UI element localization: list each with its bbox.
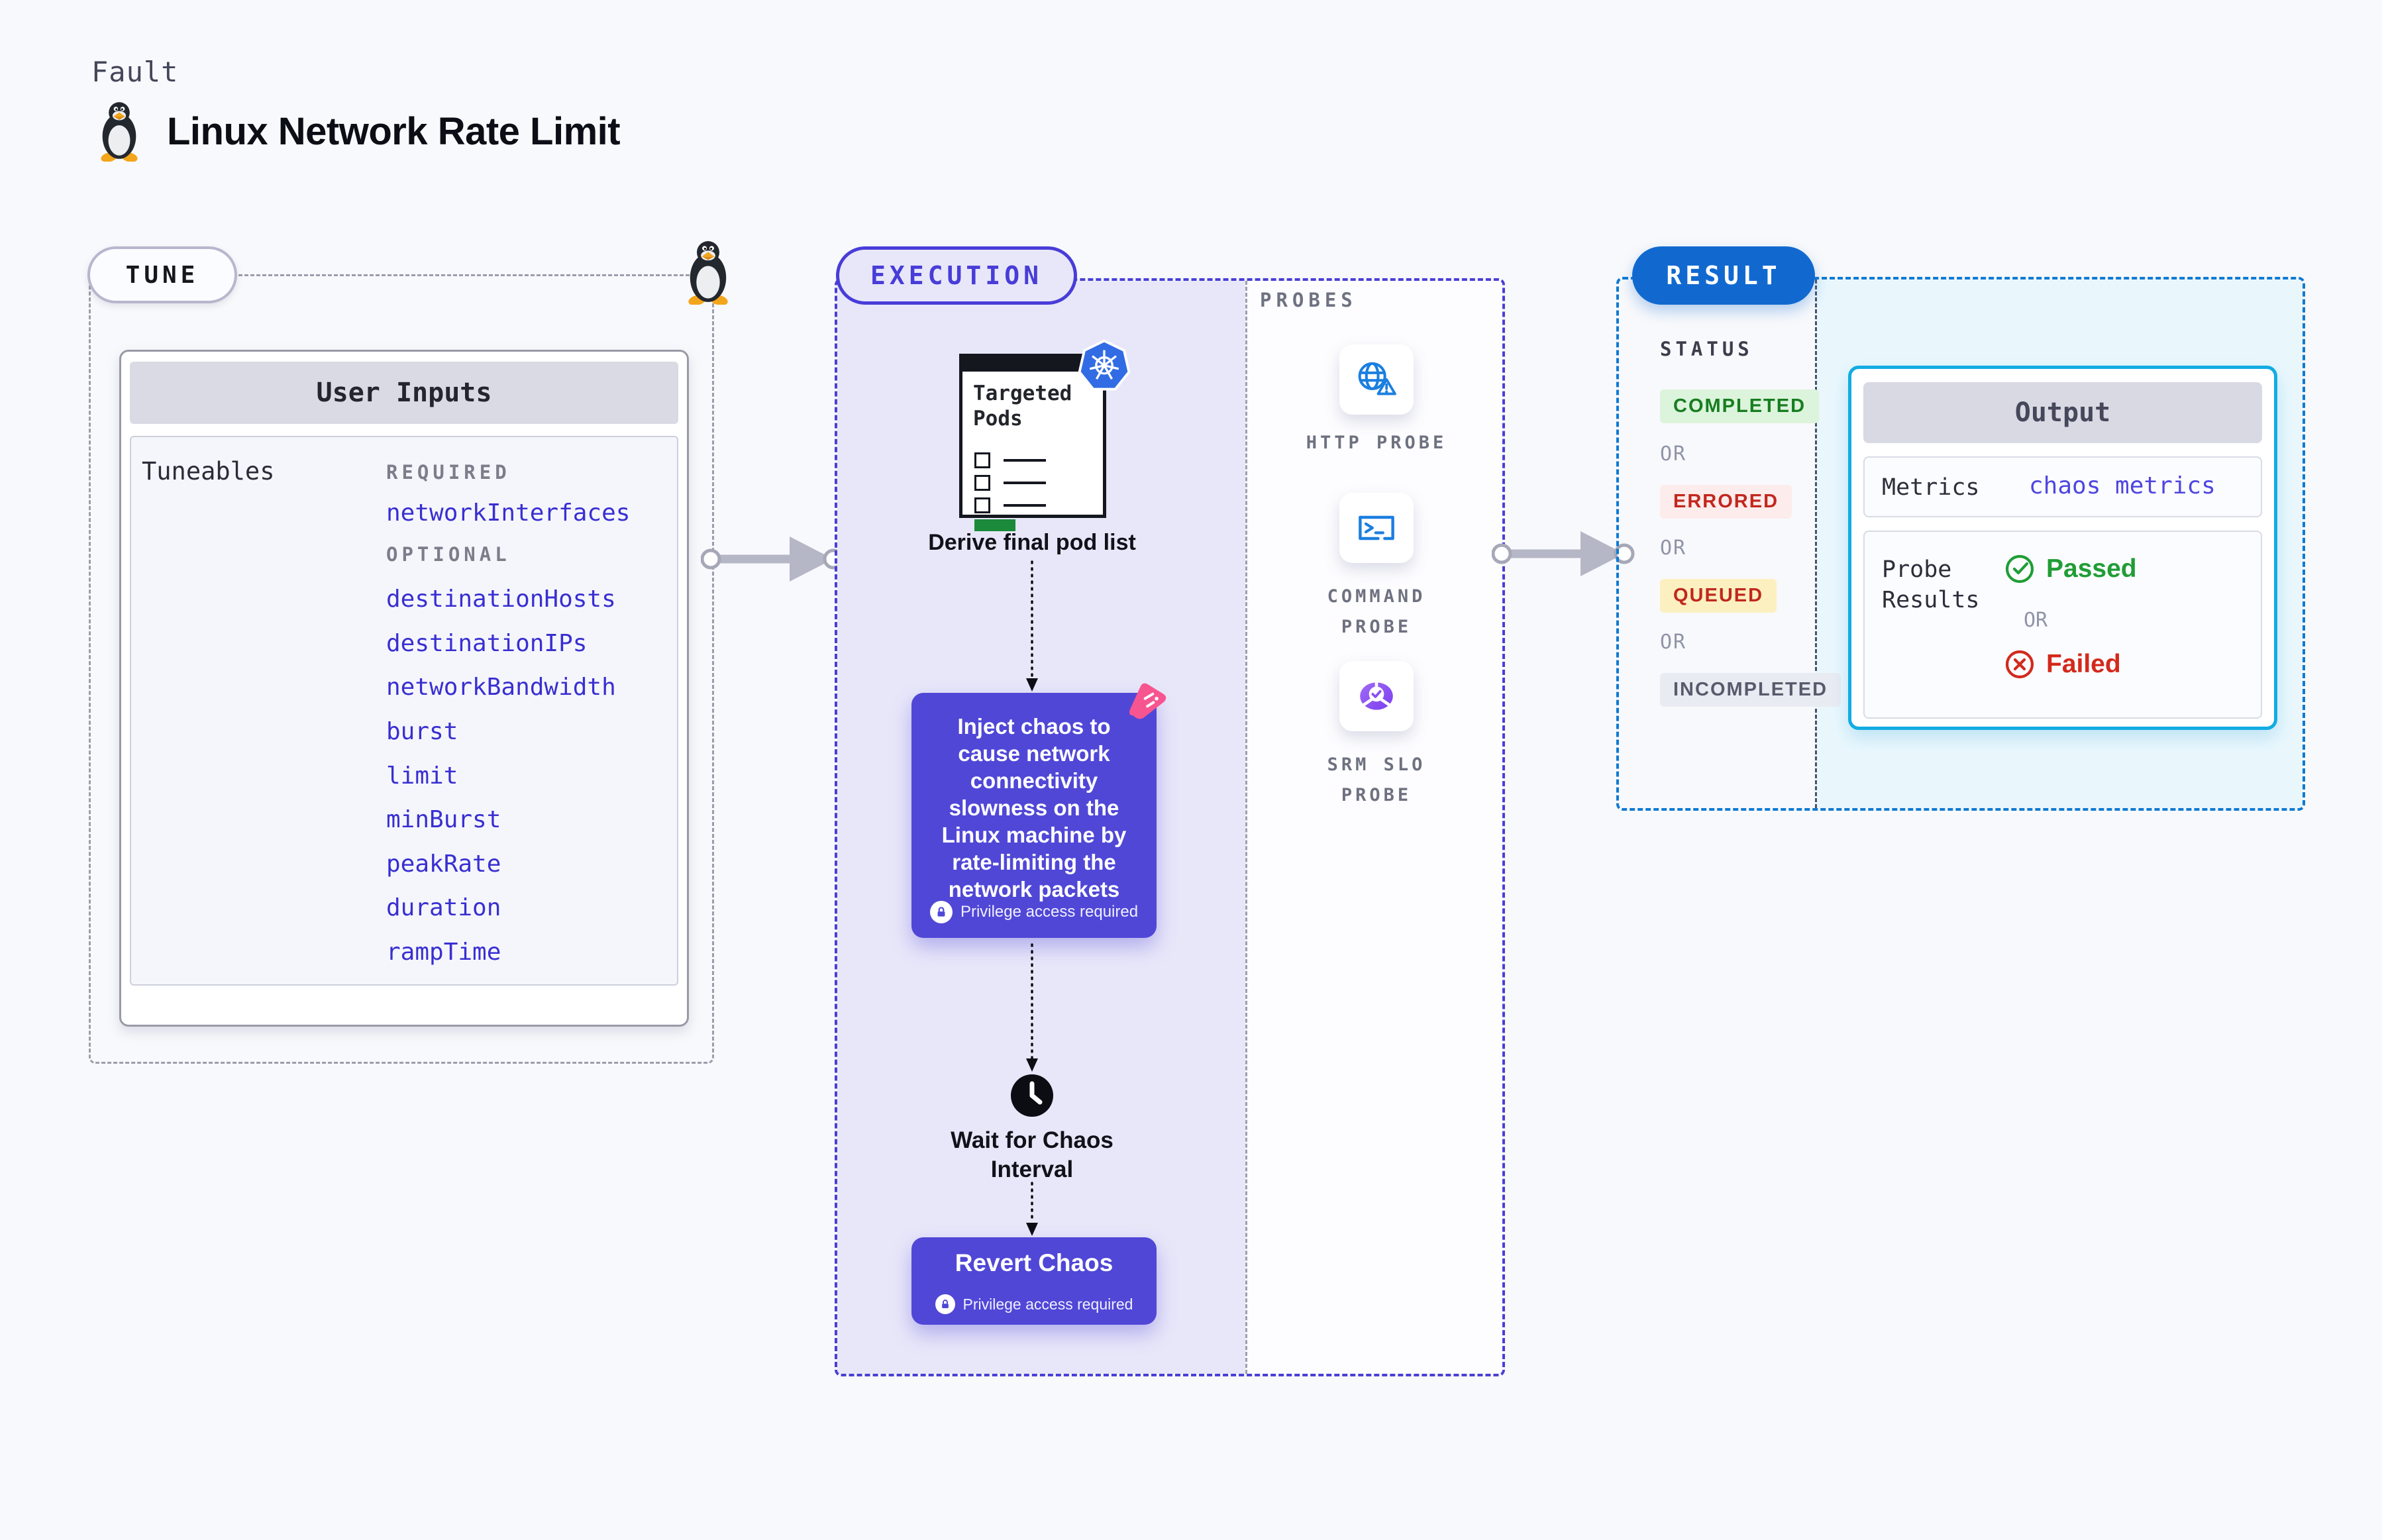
passed-label: Passed [2046,554,2137,583]
globe-warning-icon [1355,359,1398,400]
output-header: Output [1863,382,2262,443]
output-card: Output Metrics chaos metrics Probe Resul… [1848,366,2277,730]
inject-chaos-text: Inject chaos to cause network connectivi… [941,714,1127,901]
command-probe-card [1339,493,1414,563]
failed-indicator: Failed [2004,648,2121,680]
lock-icon [935,1294,955,1314]
optional-label: OPTIONAL [386,543,511,566]
clock-icon [1010,1073,1055,1118]
probe-results-row: Probe Results Passed OR Failed [1863,531,2262,719]
or-label: OR [1660,631,1687,654]
tuneable-link[interactable]: networkBandwidth [386,674,616,701]
metrics-row: Metrics chaos metrics [1863,456,2262,517]
privilege-label: Privilege access required [960,903,1139,921]
privilege-note: Privilege access required [911,1294,1157,1314]
result-divider [1815,280,1817,808]
privilege-note: Privilege access required [911,901,1157,923]
status-label: STATUS [1660,338,1753,360]
revert-chaos-label: Revert Chaos [955,1249,1113,1276]
http-probe-label: HTTP PROBE [1306,433,1447,453]
tux-penguin-icon [94,101,144,162]
tune-section-box [89,274,714,1064]
targeted-pods-title: Targeted Pods [973,382,1072,431]
probe-results-label: Probe Results [1882,556,1980,613]
tuneable-link[interactable]: destinationHosts [386,586,616,613]
pod-list-item [974,497,1046,513]
tuneable-link[interactable]: destinationIPs [386,630,588,657]
check-circle-icon [2004,553,2036,585]
status-badge-errored: ERRORED [1660,485,1792,519]
command-probe-label: COMMAND PROBE [1327,586,1426,637]
tux-penguin-corner-icon [681,240,735,305]
user-inputs-header: User Inputs [130,362,678,424]
chaos-icon [1122,676,1171,725]
tuneable-link[interactable]: limit [386,762,458,790]
status-badge-queued: QUEUED [1660,579,1777,613]
srm-slo-probe-card [1339,661,1414,731]
tuneables-panel [130,436,678,986]
slo-donut-icon [1355,675,1398,717]
wait-for-chaos-label: Wait for Chaos Interval [951,1127,1113,1182]
tuneable-link[interactable]: rampTime [386,939,501,966]
tuneable-link[interactable]: burst [386,718,458,745]
targeted-pods-card: Targeted Pods [959,354,1106,531]
tune-section-pill: TUNE [87,246,237,303]
pod-list-item [974,475,1046,491]
page-title: Linux Network Rate Limit [167,109,621,153]
checkbox-icon [974,475,990,491]
pod-list-item [974,452,1046,468]
privilege-label: Privilege access required [962,1295,1133,1313]
probes-fill [1247,281,1502,1374]
progress-bar [974,519,1015,531]
tuneables-label: Tuneables [142,457,275,486]
terminal-icon [1355,511,1398,545]
execution-probes-divider [1245,281,1247,1374]
execution-section-pill: EXECUTION [836,246,1077,305]
kubernetes-icon [1077,339,1131,393]
fault-kind-label: Fault [91,56,179,88]
checkbox-icon [974,452,990,468]
tuneable-link[interactable]: duration [386,894,501,921]
list-line [1004,504,1046,507]
failed-label: Failed [2046,650,2121,678]
targeted-pods-titlebar [962,357,1103,372]
or-label: OR [1660,537,1687,560]
page-header: Linux Network Rate Limit [94,101,621,162]
tuneable-link[interactable]: minBurst [386,806,501,833]
or-label: OR [2024,609,2048,632]
required-label: REQUIRED [386,461,511,484]
list-line [1004,482,1046,484]
checkbox-icon [974,497,990,513]
passed-indicator: Passed [2004,553,2137,585]
list-line [1004,459,1046,462]
probes-label: PROBES [1260,289,1357,311]
flow-dotted-arrow [1019,1182,1045,1237]
lock-icon [929,901,953,923]
derive-pod-list-label: Derive final pod list [928,530,1136,555]
srm-slo-probe-label: SRM SLO PROBE [1327,754,1426,805]
revert-chaos-node: Revert Chaos Privilege access required [911,1237,1157,1325]
http-probe-card [1339,344,1414,415]
flow-dotted-arrow [1019,943,1045,1073]
tuneable-link[interactable]: networkInterfaces [386,499,631,527]
chaos-metrics-link[interactable]: chaos metrics [2029,472,2216,499]
status-badge-incompleted: INCOMPLETED [1660,673,1841,707]
tuneable-link[interactable]: peakRate [386,850,501,878]
inject-chaos-node: Inject chaos to cause network connectivi… [911,693,1157,938]
x-circle-icon [2004,648,2036,680]
metrics-label: Metrics [1882,474,1980,501]
tune-to-execution-arrow [701,527,844,591]
or-label: OR [1660,442,1687,466]
probes-to-result-arrow [1492,522,1635,586]
result-section-pill: RESULT [1632,246,1815,305]
flow-dotted-arrow [1019,560,1045,693]
status-badge-completed: COMPLETED [1660,389,1820,423]
